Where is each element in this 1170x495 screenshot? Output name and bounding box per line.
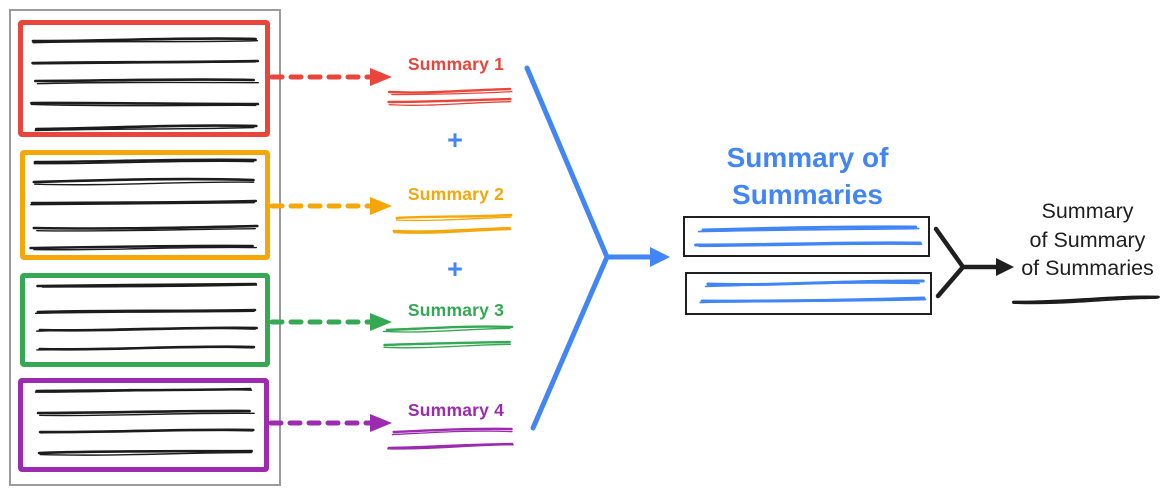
scribble-line — [392, 226, 511, 233]
dashed-arrow-3 — [269, 313, 392, 331]
scribble-line — [395, 216, 512, 222]
scribble-line — [1012, 295, 1160, 304]
document-1 — [18, 20, 270, 137]
scribble-line — [387, 444, 514, 450]
scribble-line — [383, 343, 512, 349]
summary-label-4: Summary 4 — [407, 400, 505, 420]
arrowhead-icon — [370, 313, 392, 331]
document-3 — [20, 273, 270, 367]
plus-sign-1: + — [447, 125, 463, 155]
scribble-line — [391, 430, 513, 436]
dashed-arrow-4 — [268, 414, 392, 432]
scribble-line — [395, 213, 513, 220]
merge-bracket-blue — [524, 65, 670, 431]
scribble-line — [393, 228, 511, 234]
scribble-line — [387, 87, 512, 94]
arrowhead-icon — [370, 197, 392, 215]
scribble-line — [388, 100, 512, 106]
dashed-arrow-2 — [269, 197, 392, 215]
scribble-line — [1012, 297, 1158, 305]
final-summary-label: Summary of Summary of Summaries — [1021, 199, 1154, 280]
scribble-line — [382, 327, 511, 333]
summary-label-3: Summary 3 — [407, 300, 505, 320]
scribble-line — [392, 427, 513, 434]
summary-label-2: Summary 2 — [407, 184, 505, 204]
document-4 — [18, 378, 269, 472]
scribble-line — [385, 325, 514, 332]
scribble-line — [383, 340, 511, 347]
arrowhead-icon — [370, 68, 392, 86]
document-2 — [20, 150, 270, 260]
summary-box-2 — [685, 272, 932, 315]
scribble-line — [391, 90, 513, 96]
plus-sign-2: + — [447, 254, 463, 284]
summary-of-summaries-title: Summary of Summaries — [726, 142, 889, 210]
scribble-line — [387, 442, 514, 450]
merge-bracket-black — [933, 226, 1014, 299]
scribble-line — [387, 97, 512, 104]
arrowhead-icon — [370, 414, 392, 432]
dashed-arrow-1 — [269, 68, 392, 86]
arrowhead-icon — [650, 247, 670, 267]
summary-label-1: Summary 1 — [407, 54, 505, 74]
summary-box-1 — [683, 216, 930, 257]
